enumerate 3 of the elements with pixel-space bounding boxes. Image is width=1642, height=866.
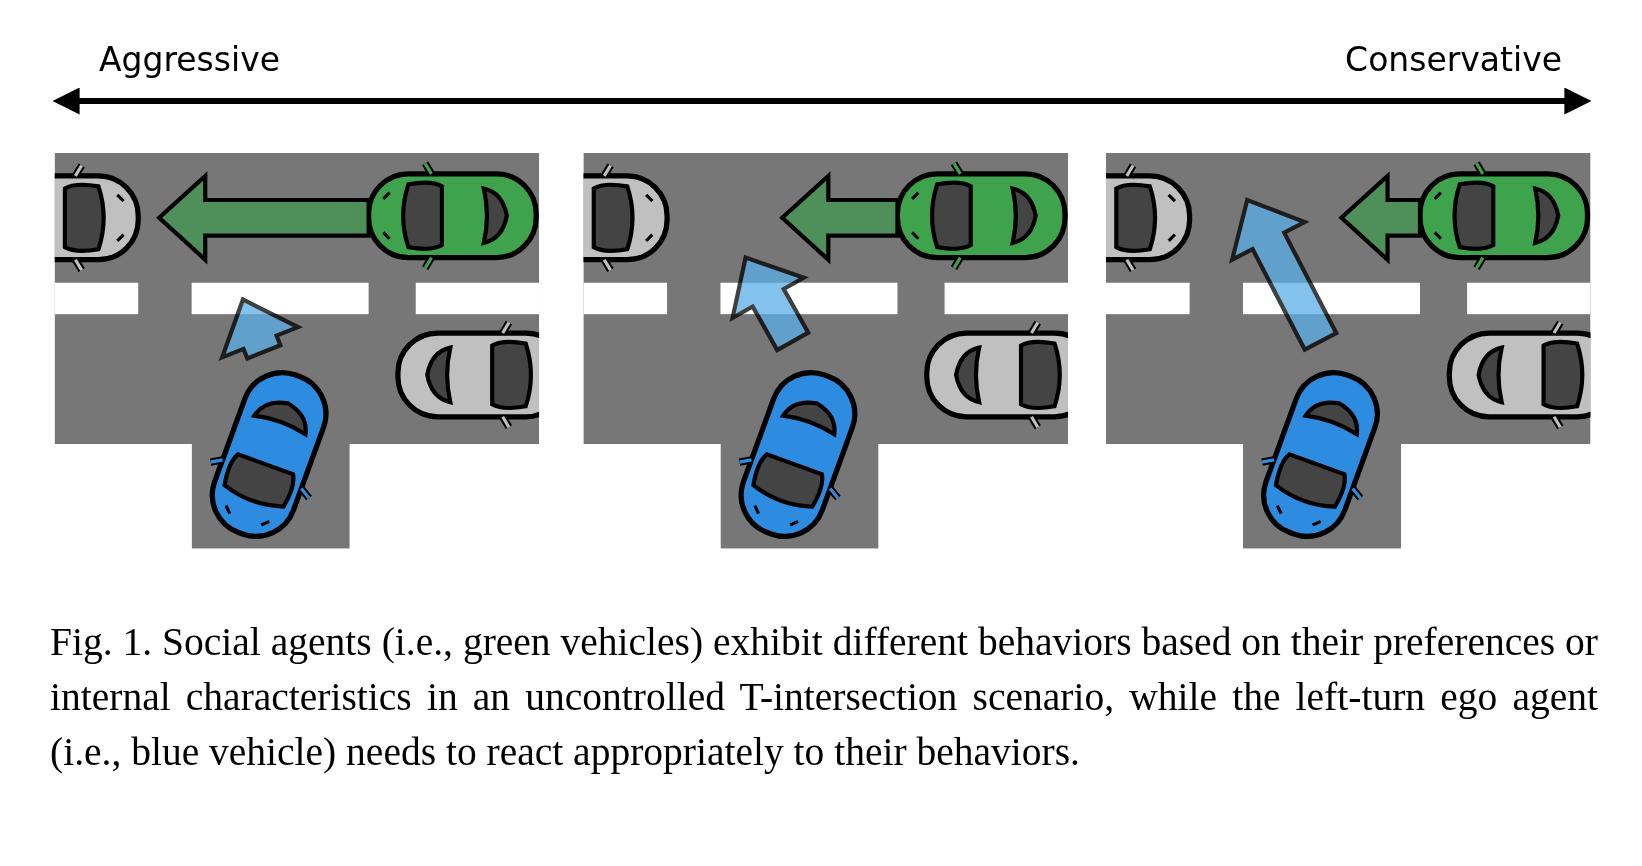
figure-caption: Fig. 1. Social agents (i.e., green vehicles) exhibit different behaviors based on their preferences or internal characteristics in an uncontrolled T-intersection scenario, while the left-turn ego agent (i.e., blue vehicle) needs to react appropriately to their behaviors. <box>50 619 1598 776</box>
scale-label: Aggressive <box>99 43 280 76</box>
scale-label: Conservative <box>1345 43 1562 76</box>
